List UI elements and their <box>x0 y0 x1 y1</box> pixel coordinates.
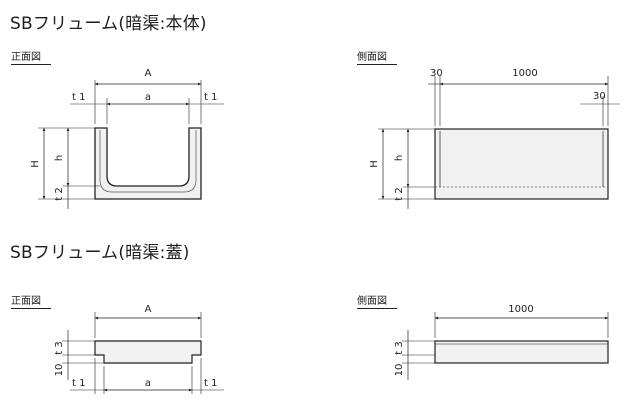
section-title-body: SBフリューム(暗渠:本体) <box>10 14 207 34</box>
dim-label-H-side: H <box>369 160 380 168</box>
dim-label-30-right: 30 <box>593 91 606 102</box>
body-side-view <box>378 76 620 209</box>
lid-front-outline <box>94 340 202 364</box>
dim-label-t1-lid-right: t 1 <box>204 378 217 389</box>
dim-label-1000-body: 1000 <box>512 68 537 79</box>
dim-label-H: H <box>30 160 41 168</box>
dim-label-t1-left: t 1 <box>72 92 85 103</box>
dim-label-t3-lid-side: t 3 <box>394 341 405 354</box>
dim-label-10-lid-side: 10 <box>394 364 405 377</box>
dim-label-h: h <box>54 155 65 161</box>
view-label-front-lid: 正面図 <box>11 292 51 309</box>
dim-label-A-lid: A <box>145 304 152 315</box>
dim-label-h-side: h <box>394 155 405 161</box>
u-flume-inner-line <box>99 130 197 193</box>
dim-label-1000-lid: 1000 <box>508 304 533 315</box>
view-label-front-body: 正面図 <box>11 48 51 65</box>
view-label-side-lid: 側面図 <box>357 292 397 309</box>
dim-label-t2-side: t 2 <box>394 187 405 200</box>
view-label-side-body: 側面図 <box>357 48 397 65</box>
lid-side-view <box>402 312 609 380</box>
dim-label-t1-right: t 1 <box>204 92 217 103</box>
u-flume-outline <box>94 127 202 200</box>
side-body-rect <box>434 128 609 200</box>
dim-label-30-left: 30 <box>430 68 443 79</box>
lid-side-rect <box>434 340 609 364</box>
dim-label-a: a <box>145 92 151 103</box>
dim-label-A: A <box>145 68 152 79</box>
lid-front-view <box>62 312 224 394</box>
dim-label-t1-lid-left: t 1 <box>72 378 85 389</box>
dim-label-10-lid: 10 <box>54 364 65 377</box>
dim-label-t2: t 2 <box>54 187 65 200</box>
section-title-lid: SBフリューム(暗渠:蓋) <box>10 243 190 263</box>
dim-label-t3-lid: t 3 <box>54 341 65 354</box>
dim-label-a-lid: a <box>145 378 151 389</box>
body-front-view <box>38 80 224 209</box>
